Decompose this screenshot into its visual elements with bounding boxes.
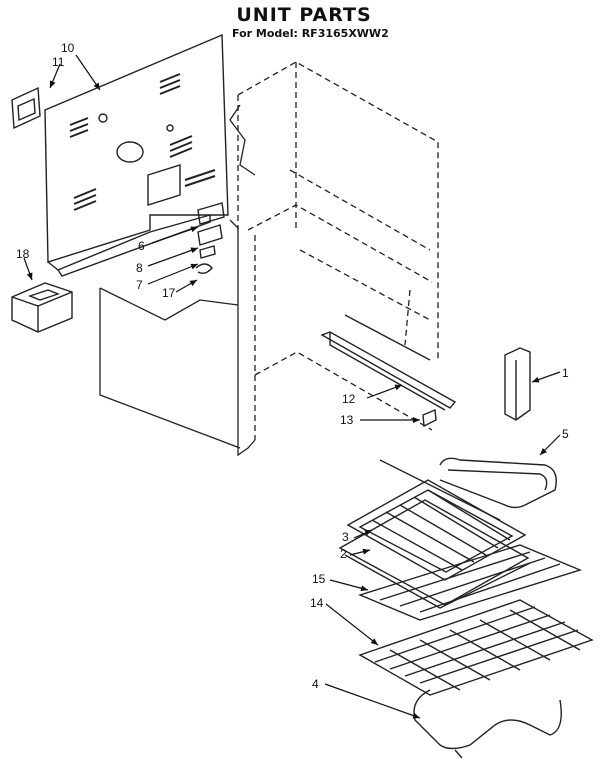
model-subtitle: For Model: RF3165XWW2 [232, 27, 389, 40]
page-title: UNIT PARTS [236, 4, 372, 26]
leader-lines [23, 54, 561, 719]
callout-2: 2 [340, 547, 347, 561]
callout-1: 1 [562, 366, 569, 380]
small-clips [195, 202, 225, 275]
rack-15 [357, 544, 583, 621]
callout-7: 7 [136, 278, 143, 292]
junction-box [11, 282, 73, 333]
callout-8: 8 [136, 261, 143, 275]
back-panel-plate [11, 86, 41, 130]
callout-17: 17 [162, 286, 176, 300]
callout-14: 14 [310, 596, 324, 610]
clip-13 [422, 408, 437, 428]
callout-10: 10 [61, 41, 75, 55]
rail [320, 314, 457, 411]
side-bracket [504, 347, 531, 421]
callout-15: 15 [312, 572, 326, 586]
callout-4: 4 [312, 677, 319, 691]
callout-11: 11 [52, 55, 65, 69]
cabinet-outline [99, 104, 256, 457]
cabinet-frame [237, 61, 439, 440]
rack-14 [358, 599, 594, 696]
callout-3: 3 [342, 530, 349, 544]
callout-6: 6 [138, 239, 145, 253]
broil-element [413, 689, 562, 759]
callout-18: 18 [16, 247, 30, 261]
broiler-grid [346, 479, 527, 581]
callout-13: 13 [340, 413, 354, 427]
callout-5: 5 [562, 427, 569, 441]
callout-12: 12 [342, 392, 356, 406]
back-panel [44, 33, 229, 277]
callout-labels: 10 11 18 6 8 7 17 1 12 13 5 3 2 15 14 4 [16, 41, 569, 691]
broiler-pan [338, 499, 531, 609]
